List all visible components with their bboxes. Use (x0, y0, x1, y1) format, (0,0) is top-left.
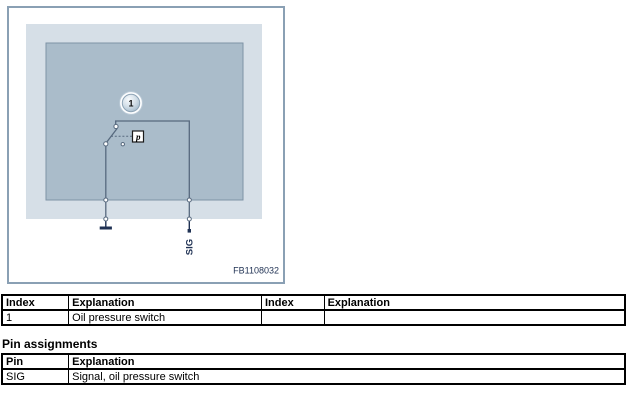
pressure-symbol: p (131, 130, 145, 143)
cell-explanation-2 (323, 309, 626, 326)
index-table-header-row: Index Explanation Index Explanation (1, 294, 626, 311)
switch-arm (106, 128, 118, 143)
diagram-canvas: p 1 SIG FB1108032 (7, 6, 285, 284)
oil-pressure-switch-diagram: p 1 SIG FB1108032 (7, 6, 285, 284)
column-header-index-2: Index (260, 294, 325, 311)
pin-label-sig: SIG (184, 239, 195, 255)
cell-explanation: Oil pressure switch (68, 309, 262, 326)
junction-left-outer (103, 216, 109, 222)
junction-right-inner (186, 197, 192, 203)
column-header-index: Index (1, 294, 70, 311)
cell-pin-explanation: Signal, oil pressure switch (68, 368, 626, 385)
pin-table-header-row: Pin Explanation (1, 353, 626, 370)
column-header-pin: Pin (1, 353, 70, 370)
index-explanation-table: Index Explanation Index Explanation 1 Oi… (1, 294, 626, 326)
signal-branch-wire (115, 120, 190, 219)
circuit-wires (105, 120, 190, 219)
pin-assignments-table: Pin Explanation SIG Signal, oil pressure… (1, 353, 626, 385)
junction-right-outer (186, 216, 192, 222)
pin-assignments-title: Pin assignments (2, 337, 98, 351)
index-table-row: 1 Oil pressure switch (1, 309, 626, 326)
figure-code: FB1108032 (233, 266, 279, 276)
cell-index-2 (260, 309, 325, 326)
contact-top (113, 123, 119, 130)
junction-left-inner (103, 197, 109, 203)
cell-index: 1 (1, 309, 70, 326)
cell-pin: SIG (1, 368, 70, 385)
switch-contact-points (103, 123, 192, 222)
pin-table-row: SIG Signal, oil pressure switch (1, 368, 626, 385)
sig-wire-tip (187, 220, 191, 233)
callout-1-label: 1 (128, 98, 133, 108)
column-header-explanation: Explanation (68, 294, 262, 311)
contact-open-terminal (120, 142, 126, 147)
column-header-pin-explanation: Explanation (68, 353, 626, 370)
pressure-symbol-label: p (135, 132, 141, 142)
contact-bottom (103, 141, 109, 147)
callout-1-balloon: 1 (119, 91, 143, 115)
column-header-explanation-2: Explanation (323, 294, 626, 311)
